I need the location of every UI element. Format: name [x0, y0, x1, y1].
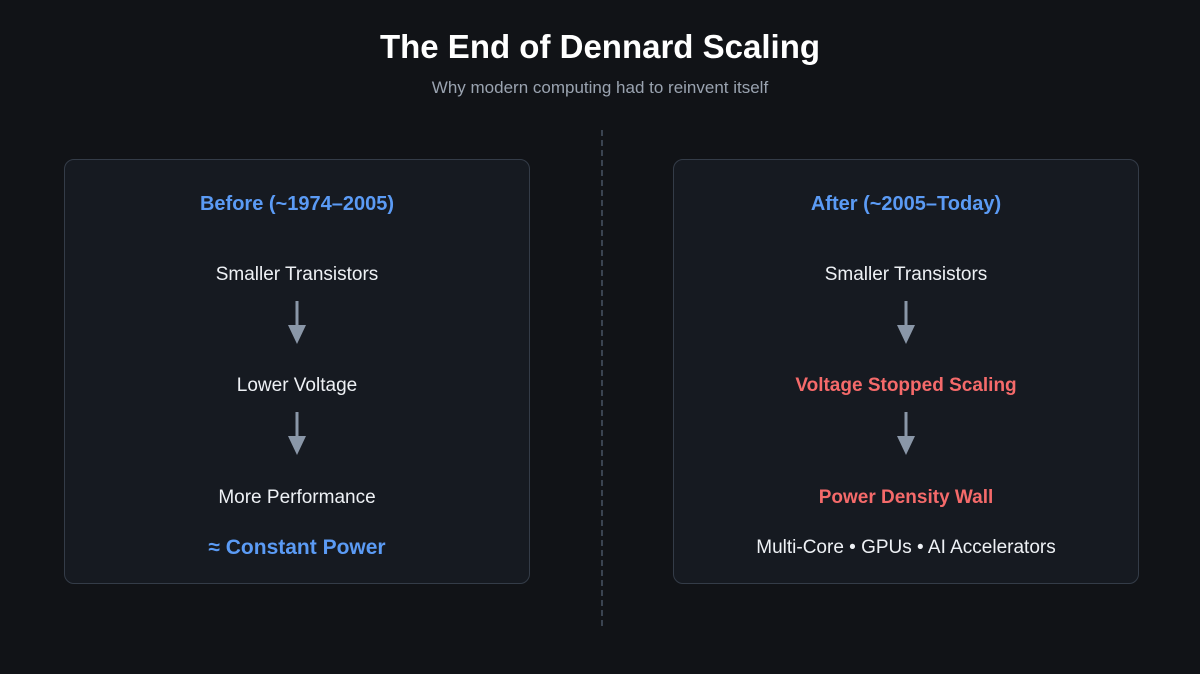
- before-result: ≈ Constant Power: [208, 536, 386, 559]
- before-step-lower-voltage: Lower Voltage: [236, 375, 358, 396]
- before-step-smaller-transistors: Smaller Transistors: [215, 264, 379, 285]
- arrow-down-icon: [288, 412, 306, 455]
- before-heading: Before (~1974–2005): [199, 193, 394, 215]
- after-step-voltage-stopped-scaling: Voltage Stopped Scaling: [795, 375, 1017, 396]
- page-title: The End of Dennard Scaling: [379, 28, 821, 65]
- before-panel: Before (~1974–2005) Smaller Transistors …: [64, 159, 530, 584]
- arrow-down-icon: [288, 301, 306, 344]
- page-subtitle: Why modern computing had to reinvent its…: [431, 78, 769, 97]
- after-step-power-density-wall: Power Density Wall: [818, 487, 994, 508]
- before-step-more-performance: More Performance: [218, 487, 376, 508]
- after-result: Multi-Core • GPUs • AI Accelerators: [756, 537, 1056, 558]
- after-step-smaller-transistors: Smaller Transistors: [824, 264, 988, 285]
- after-panel: After (~2005–Today) Smaller Transistors …: [673, 159, 1139, 584]
- center-divider: [601, 130, 603, 626]
- arrow-down-icon: [897, 301, 915, 344]
- arrow-down-icon: [897, 412, 915, 455]
- after-heading: After (~2005–Today): [810, 193, 1002, 215]
